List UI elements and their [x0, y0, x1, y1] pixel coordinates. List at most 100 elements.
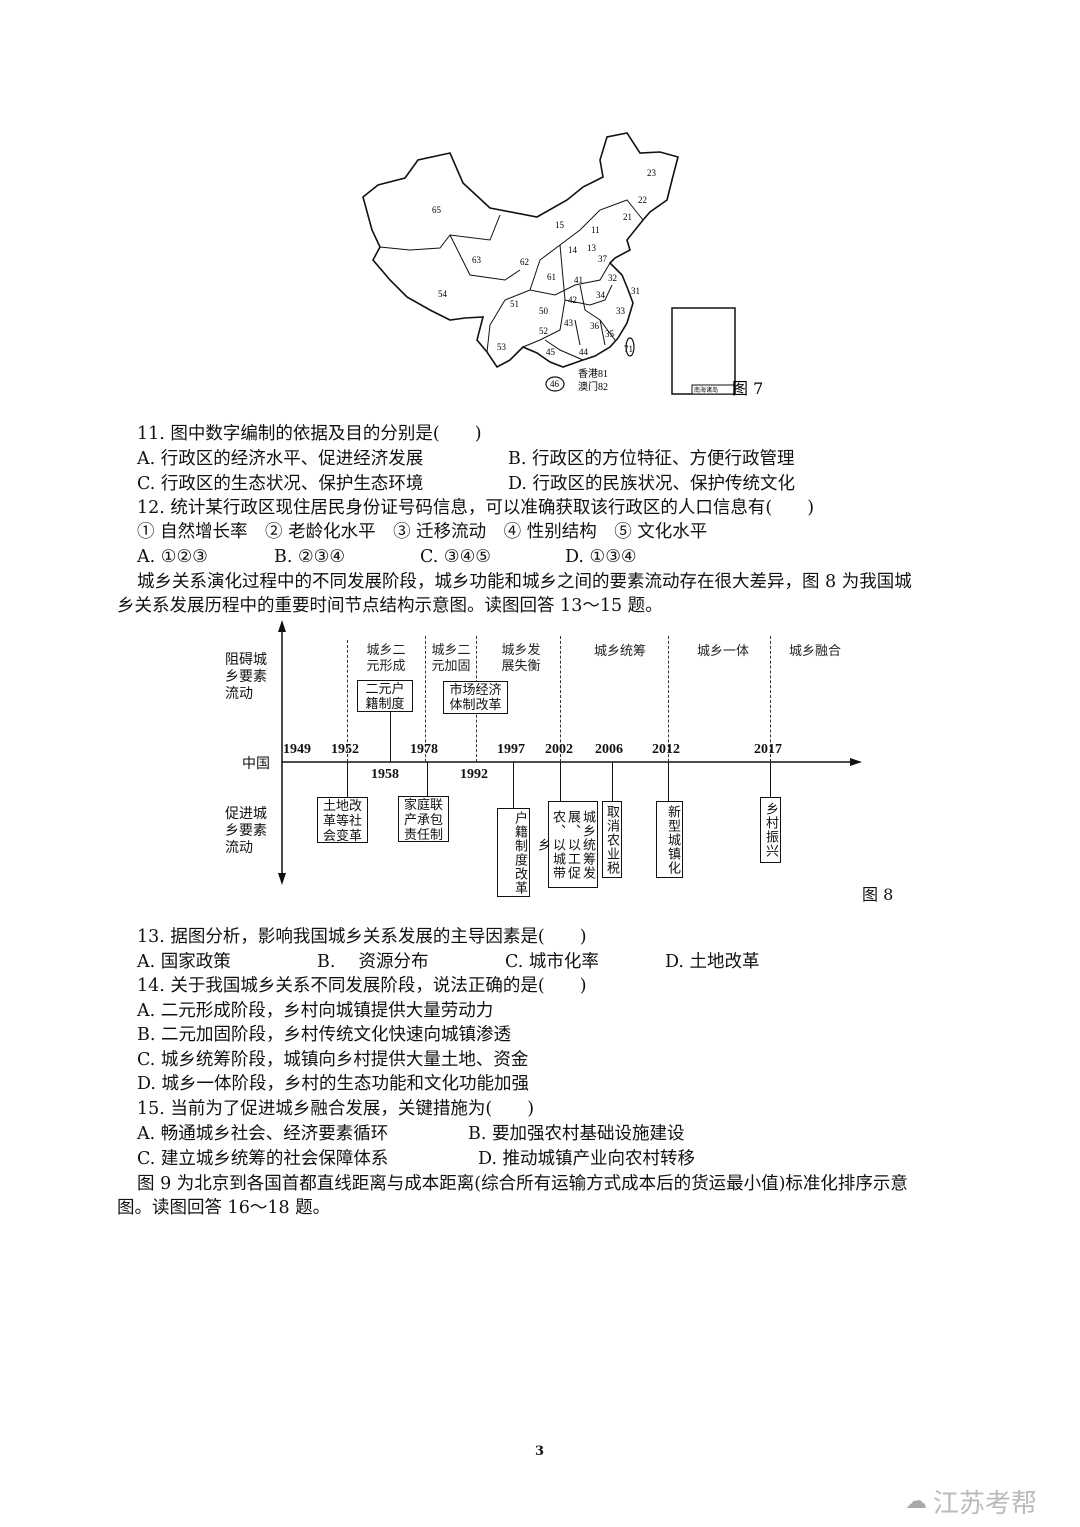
event-box: 取消农业税 — [602, 801, 622, 878]
q11-option-b: B. 行政区的方位特征、方便行政管理 — [508, 449, 795, 469]
q12-option-b: B. ②③④ — [274, 547, 346, 567]
event-box: 家庭联产承包责任制 — [398, 796, 449, 843]
intro-fig8-line2: 乡关系发展历程中的重要时间节点结构示意图。读图回答 13～15 题。 — [117, 596, 663, 616]
q15-option-a: A. 畅通城乡社会、经济要素循环 — [137, 1124, 389, 1144]
year-label: 2017 — [754, 742, 782, 757]
map-code: 62 — [520, 257, 529, 267]
map-code: 35 — [605, 329, 615, 339]
stage-label: 城乡二元加固 — [431, 643, 471, 674]
q13-option-b: B. 资源分布 — [317, 952, 429, 972]
map-code: 46 — [550, 379, 560, 389]
year-label: 2002 — [545, 742, 573, 757]
event-box: 户籍制度改革 — [497, 808, 530, 897]
q14-option-d: D. 城乡一体阶段，乡村的生态功能和文化功能加强 — [137, 1074, 530, 1094]
stage-label: 城乡发展失衡 — [501, 643, 541, 674]
page-number: 3 — [535, 1444, 545, 1459]
stage-label: 城乡融合 — [788, 644, 841, 659]
map-code: 45 — [546, 347, 556, 357]
intro-fig9-line2: 图。读图回答 16～18 题。 — [117, 1198, 331, 1218]
stage-label: 城乡二元形成 — [366, 643, 406, 674]
map-code: 15 — [555, 220, 565, 230]
year-label: 1978 — [410, 742, 438, 757]
map-code: 65 — [432, 205, 442, 215]
q11-stem: 11. 图中数字编制的依据及目的分别是( ) — [137, 424, 482, 444]
q15-option-c: C. 建立城乡统筹的社会保障体系 — [137, 1149, 389, 1169]
year-label: 1992 — [460, 767, 488, 782]
macau-label: 澳门82 — [578, 380, 608, 393]
q12-option-d: D. ①③④ — [565, 547, 637, 567]
map-code: 22 — [638, 195, 647, 205]
map-code: 52 — [539, 326, 548, 336]
map-code: 33 — [616, 306, 626, 316]
q11-option-c: C. 行政区的生态状况、保护生态环境 — [137, 474, 424, 494]
year-label: 1952 — [331, 742, 359, 757]
map-code: 63 — [472, 255, 482, 265]
map-code: 53 — [497, 342, 507, 352]
event-box: 乡村振兴 — [760, 797, 781, 863]
map-code: 43 — [564, 318, 574, 328]
intro-fig9-line1: 图 9 为北京到各国首都直线距离与成本距离(综合所有运输方式成本后的货运最小值)… — [137, 1174, 908, 1194]
q13-option-d: D. 土地改革 — [665, 952, 760, 972]
inset-label: 南海诸岛 — [694, 386, 718, 394]
q14-option-b: B. 二元加固阶段，乡村传统文化快速向城镇渗透 — [137, 1025, 511, 1045]
watermark-text: 江苏考帮 — [933, 1489, 1038, 1519]
q12-stem: 12. 统计某行政区现住居民身份证号码信息，可以准确获取该行政区的人口信息有( … — [137, 498, 815, 518]
hongkong-label: 香港81 — [578, 368, 608, 380]
event-box: 新型城镇化 — [656, 801, 683, 878]
map-code: 31 — [631, 286, 640, 296]
event-box: 土地改革等社会变革 — [317, 797, 368, 844]
map-code: 14 — [568, 245, 578, 255]
q13-option-a: A. 国家政策 — [137, 952, 231, 972]
china-outline — [362, 132, 679, 369]
china-admin-map: 65 23 22 21 15 11 13 14 37 63 62 61 41 3… — [362, 132, 763, 398]
wechat-icon: ☁ — [905, 1489, 927, 1514]
map-code: 37 — [598, 254, 608, 264]
q13-option-c: C. 城市化率 — [505, 952, 599, 972]
map-code: 50 — [539, 306, 549, 316]
map-code: 54 — [438, 289, 448, 299]
map-code: 11 — [591, 225, 600, 235]
year-label: 1997 — [497, 742, 525, 757]
stage-label: 城乡一体 — [696, 644, 749, 659]
q14-option-c: C. 城乡统筹阶段，城镇向乡村提供大量土地、资金 — [137, 1050, 529, 1070]
figure-8-caption: 图 8 — [862, 885, 894, 904]
bottom-side-label: 促进城乡要素流动 — [225, 806, 267, 856]
q15-stem: 15. 当前为了促进城乡融合发展，关键措施为( ) — [137, 1099, 535, 1119]
intro-fig8-line1: 城乡关系演化过程中的不同发展阶段，城乡功能和城乡之间的要素流动存在很大差异，图 … — [137, 572, 912, 592]
q11-option-d: D. 行政区的民族状况、保护传统文化 — [508, 474, 796, 494]
axis-label-china: 中国 — [242, 756, 270, 772]
map-code: 71 — [624, 344, 633, 354]
map-codes: 65 23 22 21 15 11 13 14 37 63 62 61 41 3… — [432, 168, 657, 389]
map-code: 41 — [574, 275, 583, 285]
map-code: 36 — [590, 321, 600, 331]
map-code: 13 — [587, 243, 597, 253]
year-label: 1958 — [371, 767, 399, 782]
event-box: 市场经济体制改革 — [443, 681, 508, 714]
map-code: 23 — [647, 168, 657, 178]
year-label: 1949 — [283, 742, 311, 757]
q12-items: ① 自然增长率 ② 老龄化水平 ③ 迁移流动 ④ 性别结构 ⑤ 文化水平 — [137, 522, 708, 542]
year-label: 2012 — [652, 742, 680, 757]
q15-option-b: B. 要加强农村基础设施建设 — [468, 1124, 685, 1144]
top-side-label: 阻碍城乡要素流动 — [225, 652, 267, 702]
map-code: 32 — [608, 273, 617, 283]
map-code: 44 — [579, 347, 589, 357]
year-label: 2006 — [595, 742, 623, 757]
q11-option-a: A. 行政区的经济水平、促进经济发展 — [137, 449, 424, 469]
stage-label: 城乡统筹 — [593, 644, 646, 659]
map-code: 61 — [547, 272, 556, 282]
figure-7-caption: 图 7 — [732, 379, 763, 398]
axes — [278, 620, 862, 885]
map-code: 21 — [623, 212, 632, 222]
event-box: 城乡统筹发展、以工促农、以城带乡 — [535, 801, 598, 888]
q12-option-c: C. ③④⑤ — [420, 547, 491, 567]
map-code: 34 — [596, 290, 606, 300]
q14-stem: 14. 关于我国城乡关系不同发展阶段，说法正确的是( ) — [137, 976, 587, 996]
watermark: ☁ 江苏考帮 — [905, 1483, 1037, 1520]
map-code: 51 — [510, 299, 519, 309]
q13-stem: 13. 据图分析，影响我国城乡关系发展的主导因素是( ) — [137, 927, 587, 947]
map-code: 42 — [568, 295, 577, 305]
event-box: 二元户籍制度 — [357, 680, 413, 712]
q15-option-d: D. 推动城镇产业向农村转移 — [478, 1149, 696, 1169]
